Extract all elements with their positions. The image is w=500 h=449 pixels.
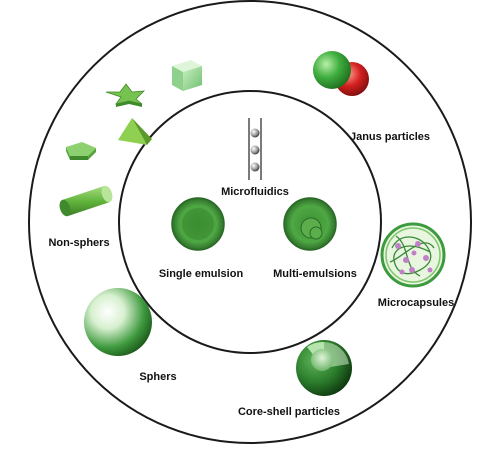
single-emulsion-label: Single emulsion: [159, 268, 244, 280]
multi-emulsion-icon: [283, 197, 337, 251]
star-icon: [105, 83, 146, 107]
pentagon-prism-icon: [66, 142, 96, 160]
microcapsules-label: Microcapsules: [378, 297, 454, 309]
janus-particle-icon: [313, 51, 369, 96]
microfluidic-channel-icon: [248, 118, 262, 180]
microfluidics-label: Microfluidics: [221, 186, 289, 198]
sphere-icon: [84, 288, 152, 356]
microcapsule-icon: [380, 222, 446, 288]
sphers-label: Sphers: [139, 371, 176, 383]
non-sphers-label: Non-sphers: [48, 237, 109, 249]
rod-icon: [59, 185, 113, 217]
janus-particles-label: Janus particles: [350, 131, 430, 143]
single-emulsion-icon: [171, 197, 225, 251]
pyramid-icon: [118, 118, 152, 145]
cube-icon: [172, 60, 202, 91]
core-shell-particle-icon: [296, 340, 352, 396]
non-sphere-shapes: [59, 60, 202, 217]
inner-circle: [118, 90, 382, 354]
core-shell-particles-label: Core-shell particles: [238, 406, 340, 418]
multi-emulsion-label: Multi-emulsions: [273, 268, 357, 280]
